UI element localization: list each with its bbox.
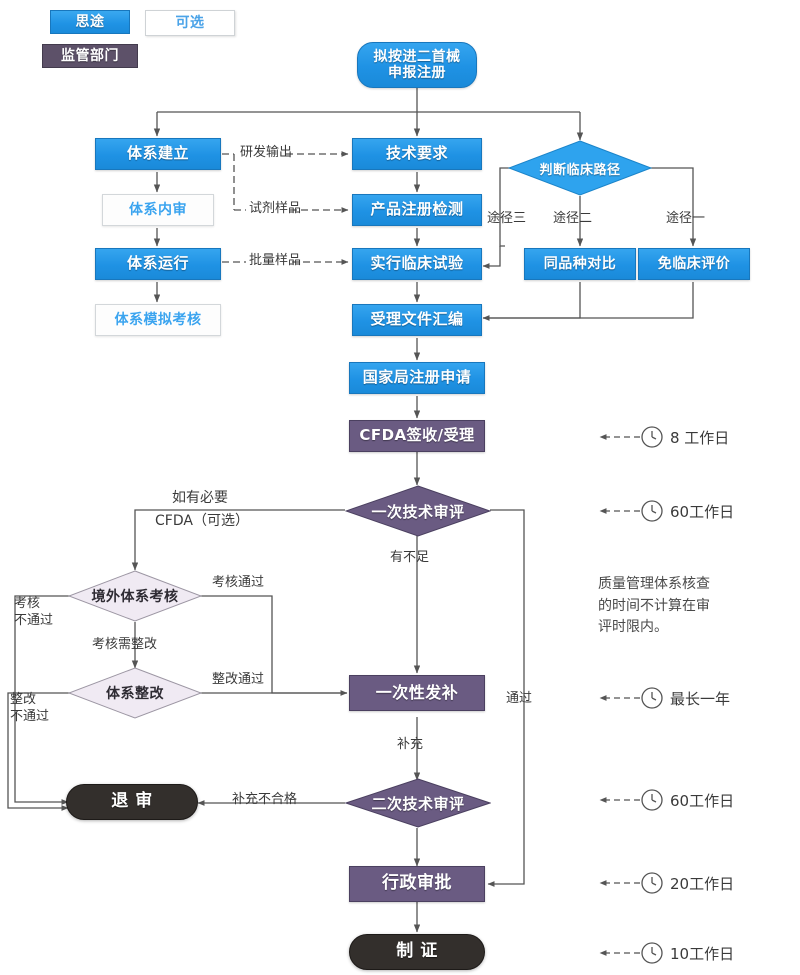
node-administrative-approval-label: 行政审批 bbox=[382, 873, 452, 894]
edge-label-cfda-optional: CFDA（可选） bbox=[155, 513, 249, 529]
node-system-build-label: 体系建立 bbox=[126, 144, 189, 163]
node-return-review[interactable]: 退 审 bbox=[66, 784, 198, 820]
node-administrative-approval[interactable]: 行政审批 bbox=[349, 866, 485, 902]
legend-optional: 可选 bbox=[145, 10, 235, 36]
node-overseas-system-audit-label: 境外体系考核 bbox=[91, 589, 179, 605]
time-annotation-second-review-label: 60工作日 bbox=[670, 791, 735, 810]
diamond-shape bbox=[68, 570, 202, 622]
node-first-technical-review-label: 一次技术审评 bbox=[371, 502, 465, 521]
node-system-mock-assessment[interactable]: 体系模拟考核 bbox=[95, 304, 221, 336]
node-system-operation[interactable]: 体系运行 bbox=[95, 248, 221, 280]
node-same-kind-comparison[interactable]: 同品种对比 bbox=[524, 248, 636, 280]
time-annotation-certificate-label: 10工作日 bbox=[670, 944, 735, 963]
node-system-rectification-label: 体系整改 bbox=[106, 686, 164, 702]
edge-label-supplement-unqualified: 补充不合格 bbox=[232, 792, 298, 807]
node-first-technical-review[interactable]: 一次技术审评 bbox=[345, 485, 491, 537]
edge-label-pass: 通过 bbox=[506, 691, 533, 706]
edge-label-rectify-pass: 整改通过 bbox=[212, 672, 265, 687]
node-second-technical-review[interactable]: 二次技术审评 bbox=[345, 778, 491, 828]
diamond-shape bbox=[68, 667, 202, 719]
node-one-time-supplement-label: 一次性发补 bbox=[375, 682, 459, 702]
edge-label-rd-output: 研发输出 bbox=[240, 145, 293, 160]
edge-label-supplement: 补充 bbox=[397, 737, 424, 752]
clock-icon bbox=[641, 500, 663, 522]
node-clinical-trial[interactable]: 实行临床试验 bbox=[352, 248, 482, 280]
legend-company: 思途 bbox=[50, 10, 130, 34]
node-system-internal-audit-label: 体系内审 bbox=[129, 201, 187, 218]
node-same-kind-comparison-label: 同品种对比 bbox=[543, 255, 617, 272]
node-second-technical-review-label: 二次技术审评 bbox=[371, 794, 465, 813]
edge-label-batch-sample: 批量样品 bbox=[249, 253, 302, 268]
node-clinical-path-decision[interactable]: 判断临床路径 bbox=[508, 140, 652, 196]
node-one-time-supplement[interactable]: 一次性发补 bbox=[349, 675, 485, 711]
time-annotation-supplement: 最长一年 bbox=[640, 686, 730, 710]
edge-label-audit-fail: 考核 不通过 bbox=[14, 596, 54, 628]
node-system-operation-label: 体系运行 bbox=[126, 254, 189, 273]
edge-label-audit-need-rectify: 考核需整改 bbox=[92, 637, 158, 652]
node-cfda-receipt[interactable]: CFDA签收/受理 bbox=[349, 420, 485, 452]
node-system-rectification[interactable]: 体系整改 bbox=[68, 667, 202, 719]
time-annotation-admin-approval-label: 20工作日 bbox=[670, 874, 735, 893]
node-national-registration-application[interactable]: 国家局注册申请 bbox=[349, 362, 485, 394]
time-annotation-cfda-receipt-label: 8 工作日 bbox=[670, 428, 730, 447]
time-annotation-second-review: 60工作日 bbox=[640, 788, 734, 812]
node-certificate-issuance-label: 制 证 bbox=[396, 941, 438, 962]
node-clinical-path-decision-label: 判断临床路径 bbox=[539, 162, 621, 178]
node-technical-requirement[interactable]: 技术要求 bbox=[352, 138, 482, 170]
diamond-shape bbox=[345, 778, 491, 828]
node-product-registration-test-label: 产品注册检测 bbox=[370, 200, 464, 219]
node-national-registration-application-label: 国家局注册申请 bbox=[362, 368, 472, 387]
node-clinical-trial-label: 实行临床试验 bbox=[370, 254, 464, 273]
edge-label-has-deficiency: 有不足 bbox=[390, 550, 430, 565]
edge-label-reagent-sample: 试剂样品 bbox=[249, 201, 302, 216]
quality-system-note: 质量管理体系核查 的时间不计算在审 评时限内。 bbox=[598, 576, 710, 636]
time-annotation-supplement-label: 最长一年 bbox=[670, 689, 731, 708]
node-start-label: 拟按进二首械 申报注册 bbox=[373, 48, 461, 81]
node-system-mock-assessment-label: 体系模拟考核 bbox=[114, 311, 202, 328]
time-annotation-certificate: 10工作日 bbox=[640, 941, 734, 965]
edge-label-rectify-fail: 整改 不通过 bbox=[10, 692, 50, 724]
edge-label-audit-pass: 考核通过 bbox=[212, 575, 265, 590]
legend-regulator-label: 监管部门 bbox=[61, 47, 119, 64]
node-document-compilation-label: 受理文件汇编 bbox=[370, 310, 464, 329]
diamond-shape bbox=[508, 140, 652, 196]
node-clinical-exemption-evaluation[interactable]: 免临床评价 bbox=[638, 248, 750, 280]
node-cfda-receipt-label: CFDA签收/受理 bbox=[359, 426, 475, 445]
node-overseas-system-audit[interactable]: 境外体系考核 bbox=[68, 570, 202, 622]
edge-label-path-two: 途径二 bbox=[553, 211, 593, 226]
clock-icon bbox=[641, 426, 663, 448]
legend-company-label: 思途 bbox=[75, 13, 105, 30]
node-clinical-exemption-evaluation-label: 免临床评价 bbox=[657, 255, 731, 272]
node-technical-requirement-label: 技术要求 bbox=[385, 144, 448, 163]
time-annotation-cfda-receipt: 8 工作日 bbox=[640, 425, 729, 449]
diamond-shape bbox=[345, 485, 491, 537]
clock-icon bbox=[641, 687, 663, 709]
clock-icon bbox=[641, 872, 663, 894]
edge-label-path-three: 途径三 bbox=[487, 211, 527, 226]
legend-regulator: 监管部门 bbox=[42, 44, 138, 68]
node-document-compilation[interactable]: 受理文件汇编 bbox=[352, 304, 482, 336]
node-system-build[interactable]: 体系建立 bbox=[95, 138, 221, 170]
time-annotation-admin-approval: 20工作日 bbox=[640, 871, 734, 895]
node-start[interactable]: 拟按进二首械 申报注册 bbox=[357, 42, 477, 88]
node-return-review-label: 退 审 bbox=[111, 791, 153, 812]
node-certificate-issuance[interactable]: 制 证 bbox=[349, 934, 485, 970]
edge-label-path-one: 途径一 bbox=[666, 211, 706, 226]
node-product-registration-test[interactable]: 产品注册检测 bbox=[352, 194, 482, 226]
legend-optional-label: 可选 bbox=[175, 14, 205, 31]
clock-icon bbox=[641, 789, 663, 811]
node-system-internal-audit[interactable]: 体系内审 bbox=[102, 194, 214, 226]
edge-label-if-needed: 如有必要 bbox=[172, 490, 228, 506]
clock-icon bbox=[641, 942, 663, 964]
time-annotation-first-review: 60工作日 bbox=[640, 499, 734, 523]
time-annotation-first-review-label: 60工作日 bbox=[670, 502, 735, 521]
